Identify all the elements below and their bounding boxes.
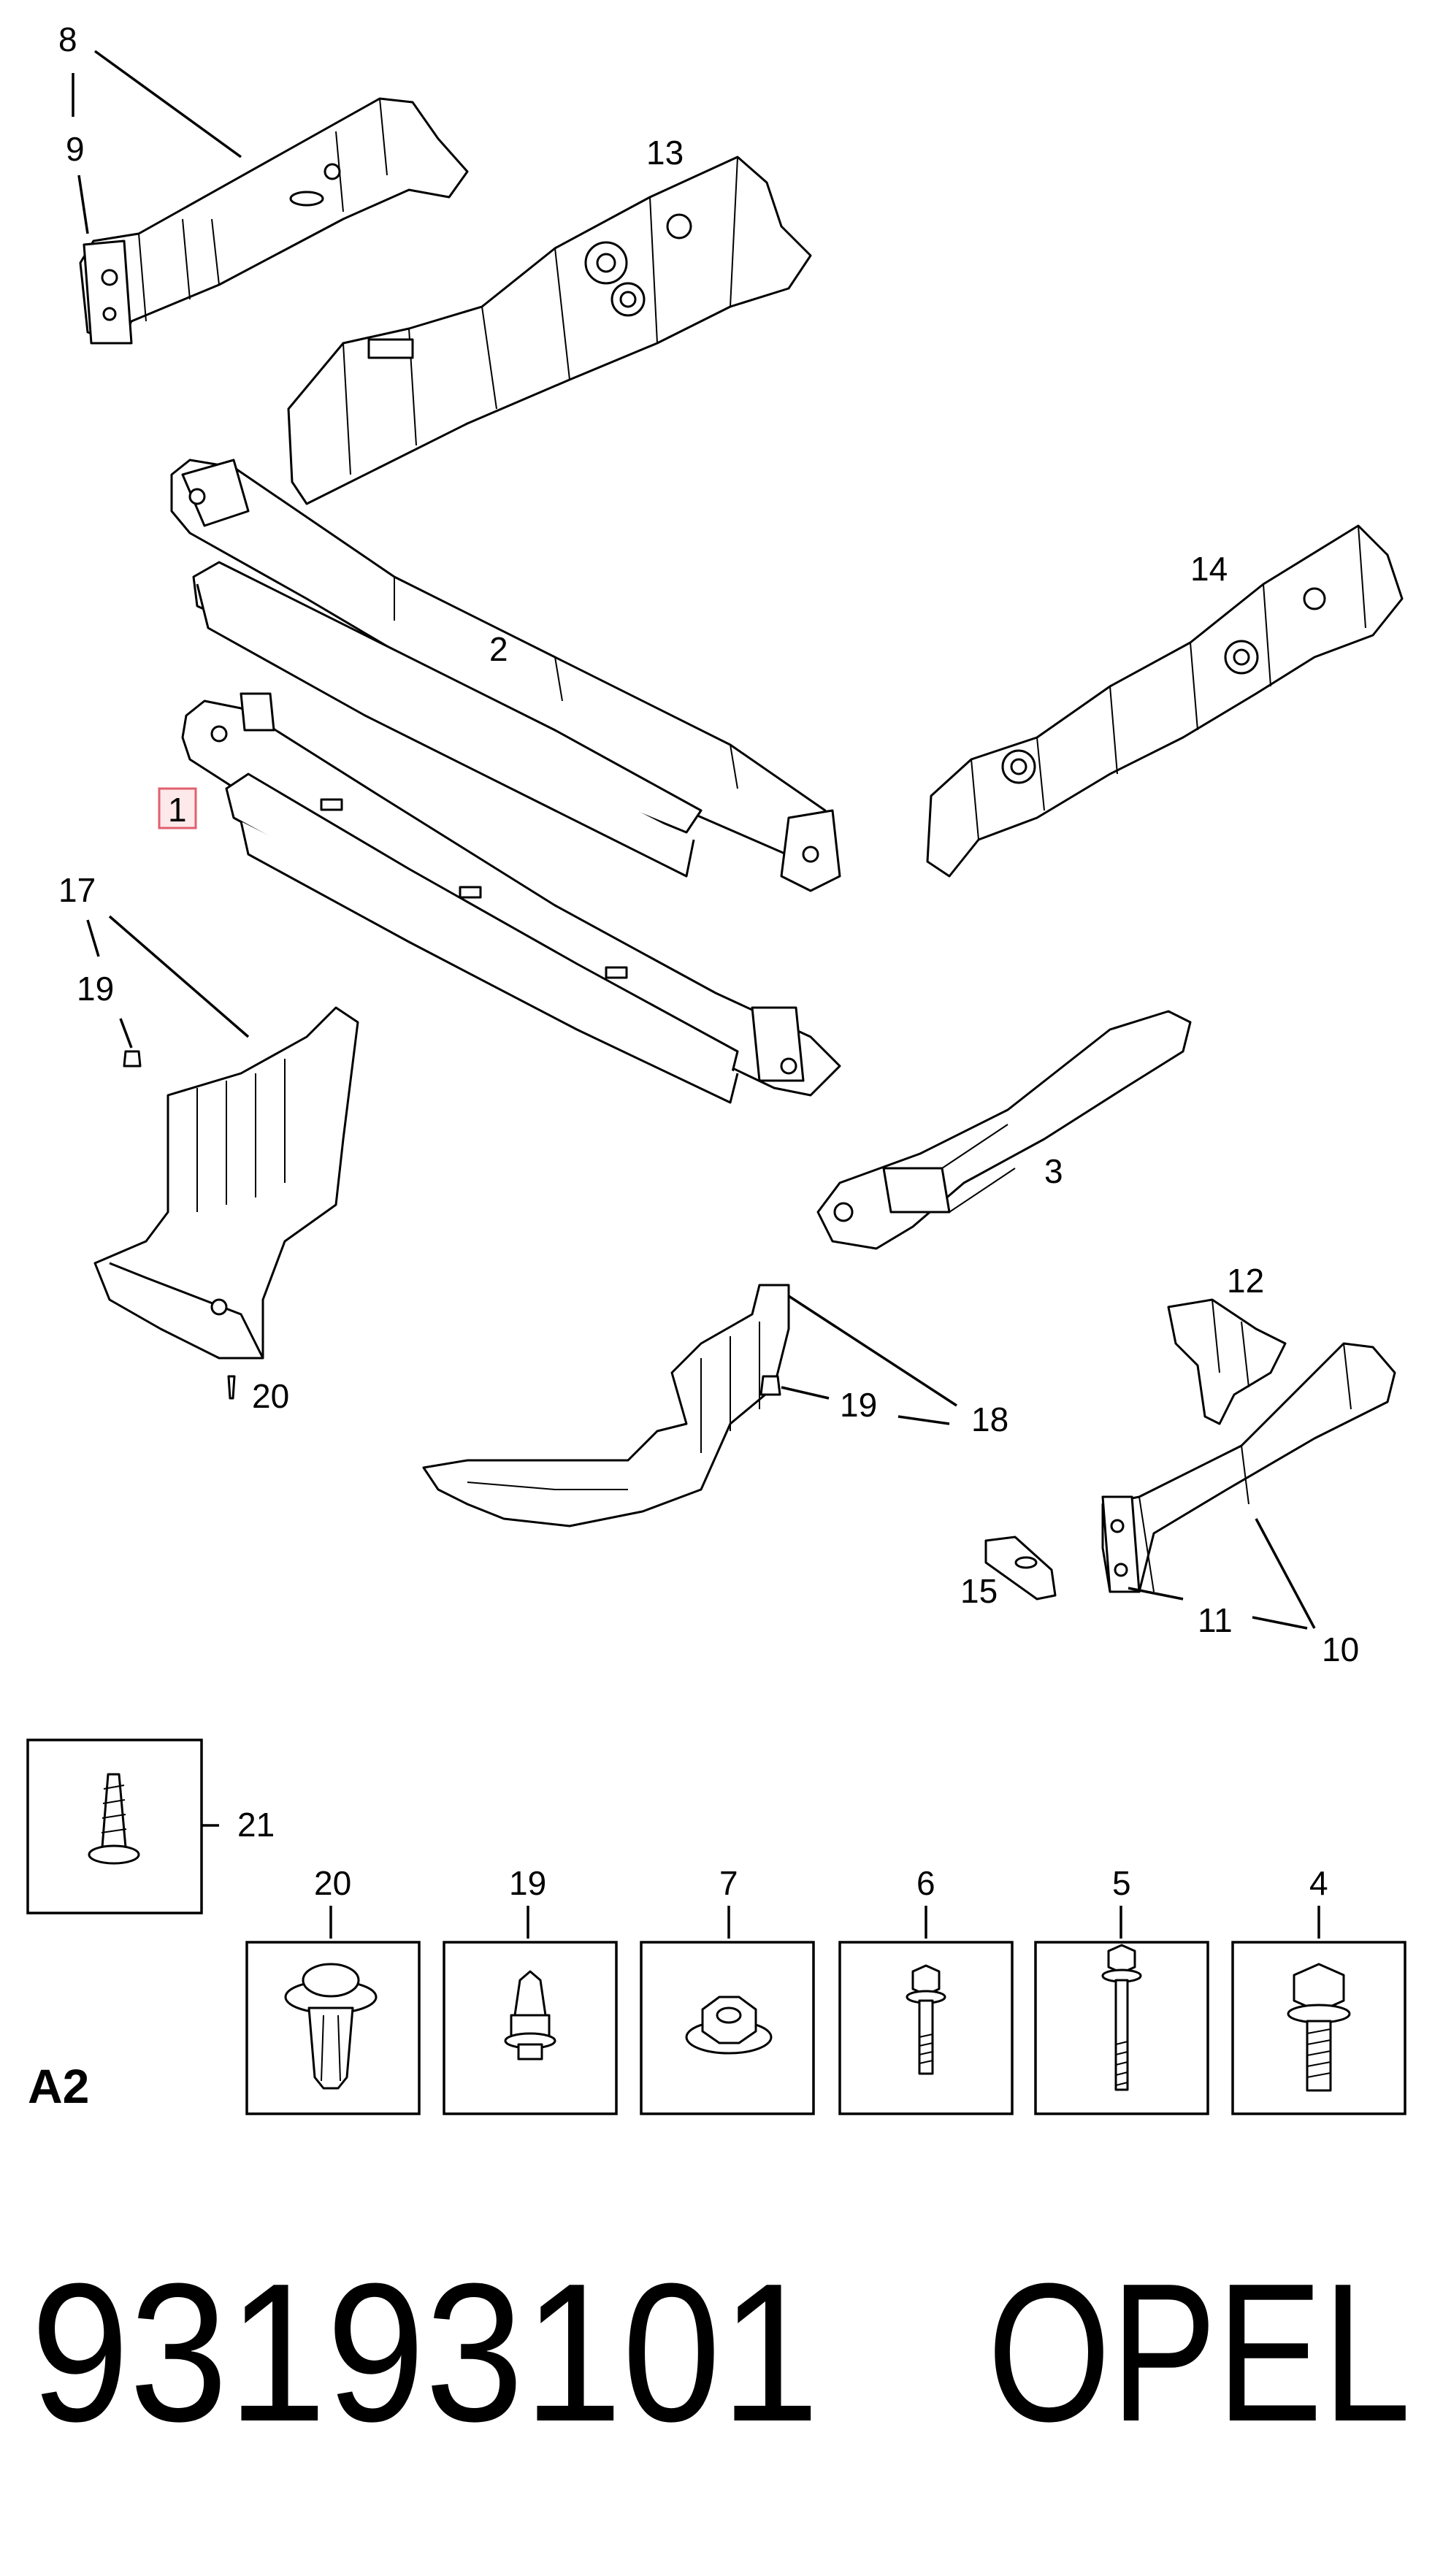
callout-3: 3 [1044, 1152, 1063, 1190]
leader-18b [897, 1415, 950, 1425]
fastener-label-4: 4 [1309, 1864, 1328, 1902]
part-14-right-rail [926, 524, 1404, 878]
leader-17 [108, 915, 250, 1038]
callout-18: 18 [971, 1400, 1008, 1438]
push-clip-icon [284, 1963, 378, 2090]
fastener-5: 5 [1034, 1864, 1209, 2115]
leader-11 [1128, 1587, 1184, 1601]
callout-19a: 19 [77, 970, 114, 1008]
part-2-bumper-beam [170, 459, 841, 892]
fastener-label-19: 19 [509, 1864, 546, 1902]
clip-19-left [123, 1050, 142, 1067]
footer-brand: OPEL [987, 2243, 1411, 2463]
long-bolt-icon [1101, 1944, 1142, 2091]
leader-19b [781, 1386, 830, 1400]
callout-8: 8 [58, 20, 77, 58]
part-10-lower-rail [1101, 1342, 1396, 1593]
leader-19a [119, 1018, 133, 1049]
leader-17b [86, 919, 100, 957]
part-12-bracket [1167, 1298, 1287, 1425]
callout-19b: 19 [840, 1386, 877, 1424]
part-1-lower-bumper-beam [181, 692, 841, 1104]
part-15-plate [984, 1536, 1057, 1601]
part-13-upper-rail [287, 156, 812, 505]
flange-nut-icon [685, 1996, 773, 2055]
callout-1-highlight [158, 787, 197, 829]
fastener-4: 4 [1231, 1864, 1406, 2115]
fastener-label-6: 6 [916, 1864, 935, 1902]
fastener-label-20: 20 [314, 1864, 351, 1902]
fastener-20: 20 [245, 1864, 421, 2115]
part-8-rail-extension [79, 97, 469, 345]
callout-13: 13 [646, 134, 684, 172]
fastener-7: 7 [640, 1864, 815, 2115]
callout-21: 21 [237, 1806, 275, 1844]
callout-14: 14 [1190, 550, 1228, 588]
leader-10b [1255, 1518, 1316, 1629]
leader-9b [77, 175, 89, 234]
leader-10a [1252, 1616, 1308, 1630]
callout-2: 2 [489, 630, 508, 668]
leader-8 [93, 50, 242, 158]
part-17-left-deflector [93, 1006, 359, 1360]
callout-1: 1 [168, 791, 187, 829]
part-3-lower-bracket [816, 1010, 1192, 1250]
flange-bolt-icon [906, 1964, 946, 2075]
callout-11: 11 [1198, 1601, 1233, 1639]
screw-21-icon [88, 1773, 140, 1865]
fastener-6: 6 [838, 1864, 1014, 2115]
fastener-19: 19 [443, 1864, 618, 2115]
fastener-label-7: 7 [719, 1864, 738, 1902]
clip-20-left [227, 1375, 236, 1400]
callout-12: 12 [1227, 1262, 1264, 1300]
callout-10: 10 [1322, 1630, 1359, 1668]
part-18-right-deflector [422, 1284, 790, 1527]
hex-bolt-icon [1287, 1963, 1351, 2092]
clip-19-right [759, 1375, 781, 1396]
section-label: A2 [28, 2059, 89, 2113]
fastener-label-5: 5 [1112, 1864, 1131, 1902]
leader-18 [788, 1295, 957, 1407]
callout-15: 15 [960, 1572, 998, 1610]
footer-part-number: 93193101 [31, 2243, 819, 2463]
callout-9: 9 [66, 130, 85, 168]
plastic-clip-icon [504, 1970, 556, 2061]
callout-17: 17 [58, 871, 96, 909]
callout-20a: 20 [252, 1377, 289, 1415]
